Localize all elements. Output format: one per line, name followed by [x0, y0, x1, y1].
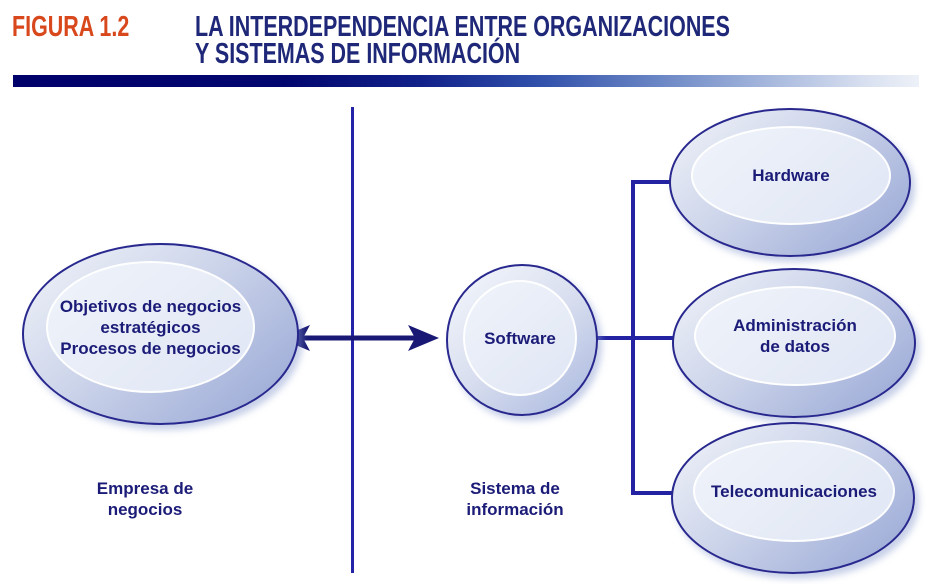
node-software-inner: Software	[463, 280, 577, 396]
node-business-objectives-inner: Objetivos de negocios estratégicos Proce…	[46, 261, 255, 393]
node-data-administration-inner: Administración de datos	[694, 286, 896, 386]
connector-to-telecom	[631, 491, 673, 495]
node-telecommunications-inner: Telecomunicaciones	[693, 440, 895, 542]
header-gradient-rule	[13, 75, 919, 87]
figure-title-line2: Y SISTEMAS DE INFORMACIÓN	[195, 38, 521, 70]
node-telecommunications-label: Telecomunicaciones	[711, 481, 877, 501]
caption-information-system: Sistema de información	[466, 479, 564, 519]
node-data-administration: Administración de datos	[672, 268, 916, 418]
figure-title: LA INTERDEPENDENCIA ENTRE ORGANIZACIONES…	[195, 11, 918, 70]
caption-business-firm: Empresa de negocios	[96, 479, 194, 519]
node-hardware-inner: Hardware	[691, 126, 891, 225]
figure-label: FIGURA 1.2	[12, 11, 130, 43]
connector-to-data-admin	[592, 336, 676, 340]
node-business-objectives: Objetivos de negocios estratégicos Proce…	[22, 243, 299, 425]
interdependence-arrow	[277, 322, 441, 354]
double-arrow-icon	[279, 325, 439, 351]
node-business-objectives-label: Objetivos de negocios estratégicos Proce…	[59, 296, 242, 358]
node-hardware: Hardware	[669, 108, 911, 257]
node-telecommunications: Telecomunicaciones	[671, 422, 915, 574]
node-software-label: Software	[484, 328, 556, 348]
node-software: Software	[446, 264, 598, 416]
connector-to-hardware	[631, 180, 673, 184]
figure-title-line1: LA INTERDEPENDENCIA ENTRE ORGANIZACIONES	[195, 11, 730, 43]
node-hardware-label: Hardware	[752, 166, 830, 185]
node-data-administration-label: Administración de datos	[733, 316, 857, 356]
